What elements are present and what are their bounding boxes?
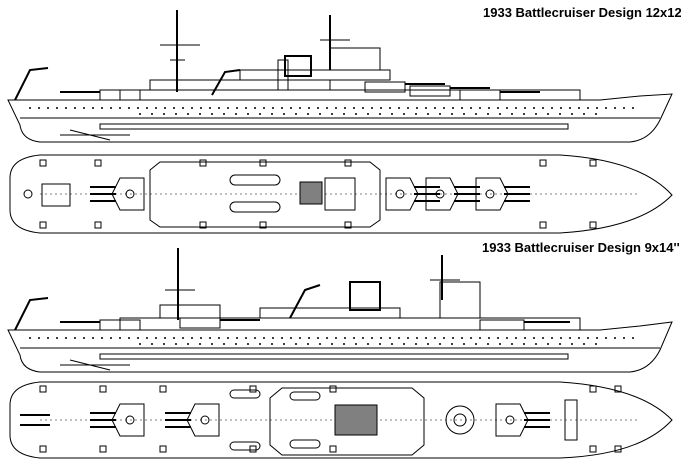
design-1-turret-profile — [60, 81, 540, 101]
design-2-turret-profile — [60, 317, 570, 331]
design-1-profile — [7, 10, 673, 143]
design-1-plan — [9, 154, 673, 234]
design-2-title: 1933 Battlecruiser Design 9x14'' — [482, 240, 680, 255]
design-1-title: 1933 Battlecruiser Design 12x12" — [483, 5, 681, 20]
design-2-profile — [7, 248, 673, 373]
design-2-plan — [9, 381, 673, 459]
